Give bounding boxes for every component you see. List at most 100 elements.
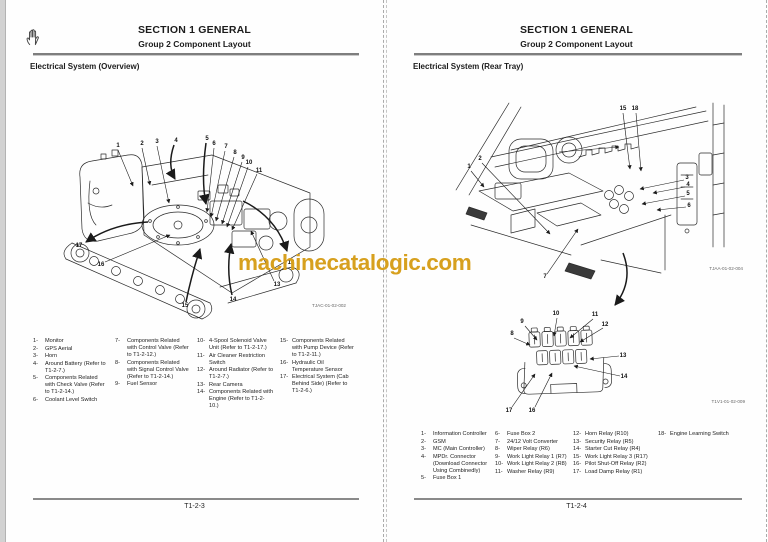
- legend-entry: 5-Components Related with Check Valve (R…: [33, 375, 105, 395]
- callout-9: 9: [241, 155, 245, 161]
- callout-15: 15: [619, 106, 627, 112]
- legend-entry: 13-Security Relay (R5): [573, 438, 634, 445]
- callout-14: 14: [620, 374, 628, 380]
- legend-entry: 16-Pilot Shut-Off Relay (R2): [573, 461, 647, 467]
- callout-1: 1: [467, 164, 471, 170]
- group-title: Group 2 Component Layout: [520, 39, 633, 49]
- callout-10: 10: [245, 160, 253, 166]
- callout-7: 7: [224, 144, 228, 150]
- callout-4: 4: [174, 138, 178, 144]
- legend-entry: 10-4-Spool Solenoid Valve Unit (Refer to…: [197, 338, 267, 351]
- legend-entry: 7-24/12 Volt Converter: [495, 438, 558, 445]
- legend-column: 15-Components Related with Pump Device (…: [280, 338, 356, 411]
- legend-entry: 7-Components Related with Control Valve …: [115, 338, 189, 358]
- legend-entry: 14-Starter Cut Relay (R4): [573, 446, 641, 452]
- legend-entry: 11-Washer Relay (R9): [495, 468, 555, 475]
- section-title: SECTION 1 GENERAL: [519, 24, 634, 36]
- legend-entry: 8-Components Related with Signal Control…: [115, 359, 189, 380]
- legend-entry: 5-Fuse Box 1: [421, 475, 462, 481]
- legend-entry: 4-Around Battery (Refer to T1-2-7.): [33, 360, 106, 374]
- callout-15: 15: [181, 303, 189, 309]
- legend-entry: 15-Work Light Relay 3 (R17): [573, 453, 648, 460]
- legend-entry: 17-Load Damp Relay (R1): [573, 468, 643, 475]
- legend-entry: 9-Work Light Relay 1 (R7): [495, 453, 567, 460]
- legend-entry: 17-Electrical System (Cab Behind Side) (…: [280, 374, 349, 394]
- page-number: T1-2-3: [184, 503, 205, 510]
- legend-entry: 18-Engine Learning Switch: [658, 431, 729, 437]
- legend-entry: 1-Information Controller: [421, 431, 487, 437]
- watermark: machinecatalogic.com: [238, 250, 472, 275]
- legend-entry: 11-Air Cleaner Restriction Switch: [197, 352, 265, 366]
- callout-17: 17: [75, 243, 83, 249]
- legend-entry: 2-GSM: [421, 438, 446, 445]
- legend-column: 7-Components Related with Control Valve …: [115, 338, 191, 411]
- legend-entry: 12-Around Radiator (Refer to T1-2-7.): [197, 367, 274, 380]
- callout-17: 17: [505, 408, 513, 414]
- legend-entry: 6-Coolant Level Switch: [33, 396, 98, 403]
- legend-entry: 15-Components Related with Pump Device (…: [280, 338, 354, 358]
- callout-2: 2: [478, 156, 482, 162]
- callout-7: 7: [543, 274, 547, 280]
- legend-entry: 9-Fuel Sensor: [115, 381, 158, 387]
- legend-entry: 14-Components Related with Engine (Refer…: [197, 389, 274, 409]
- callout-5: 5: [686, 191, 690, 197]
- callout-14: 14: [229, 297, 237, 303]
- callout-1: 1: [116, 143, 120, 149]
- callout-16: 16: [528, 408, 536, 414]
- legend-entry: 2-GPS Aerial: [33, 345, 73, 352]
- excavator-line-drawing: [63, 142, 325, 320]
- header-rule: [33, 53, 359, 56]
- legend-entry: 3-Horn: [33, 353, 58, 359]
- hand-tool-icon: [24, 27, 43, 47]
- page-subtitle: Electrical System (Rear Tray): [413, 62, 524, 71]
- section-title: SECTION 1 GENERAL: [137, 24, 252, 36]
- rear-tray-line-drawing: [455, 102, 725, 408]
- callout-3: 3: [685, 175, 689, 181]
- footer-rule: [33, 498, 359, 500]
- page-subtitle: Electrical System (Overview): [30, 62, 140, 71]
- legend-entry: 10-Work Light Relay 2 (R8): [495, 461, 567, 467]
- page-left: SECTION 1 GENERAL Group 2 Component Layo…: [6, 0, 384, 542]
- legend-entry: 1-Monitor: [33, 338, 64, 344]
- callout-3: 3: [155, 139, 159, 145]
- figure-code: T1V1-01-02-009: [711, 399, 745, 404]
- legend-entry: 16-Hydraulic Oil Temperature Sensor: [280, 359, 343, 373]
- page-number: T1-2-4: [566, 503, 587, 510]
- legend-column: 12-Horn Relay (R10)13-Security Relay (R5…: [573, 431, 652, 483]
- callout-16: 16: [97, 262, 105, 268]
- legend-entry: 6-Fuse Box 2: [495, 431, 536, 437]
- figure-code: TJAC-01-02-002: [312, 303, 346, 308]
- figure-code: TJAA-01-02-004: [709, 266, 743, 271]
- callout-12: 12: [601, 322, 609, 328]
- callout-9: 9: [520, 319, 524, 325]
- callout-6: 6: [212, 141, 216, 147]
- callout-13: 13: [273, 282, 281, 288]
- callout-18: 18: [631, 106, 639, 112]
- legend-entry: 4-MPDr. Connector (Download Connector Us…: [421, 453, 488, 474]
- viewer-edge-strip: [0, 0, 6, 542]
- callout-13: 13: [619, 353, 627, 359]
- page-right: SECTION 1 GENERAL Group 2 Component Layo…: [386, 0, 767, 542]
- callout-11: 11: [255, 168, 263, 174]
- legend-entry: 13-Rear Camera: [197, 381, 243, 388]
- group-title: Group 2 Component Layout: [138, 39, 251, 49]
- callout-8: 8: [233, 150, 237, 156]
- legend-column: 10-4-Spool Solenoid Valve Unit (Refer to…: [197, 338, 274, 411]
- callout-12: 12: [287, 260, 295, 266]
- legend-entry: 8-Wiper Relay (R6): [495, 446, 550, 452]
- footer-rule: [414, 498, 742, 500]
- callout-5: 5: [205, 136, 209, 142]
- callout-2: 2: [140, 141, 144, 147]
- callout-6: 6: [687, 203, 691, 209]
- legend-entry: 3-MC (Main Controller): [421, 446, 485, 452]
- callout-10: 10: [552, 311, 560, 317]
- header-rule: [414, 53, 742, 56]
